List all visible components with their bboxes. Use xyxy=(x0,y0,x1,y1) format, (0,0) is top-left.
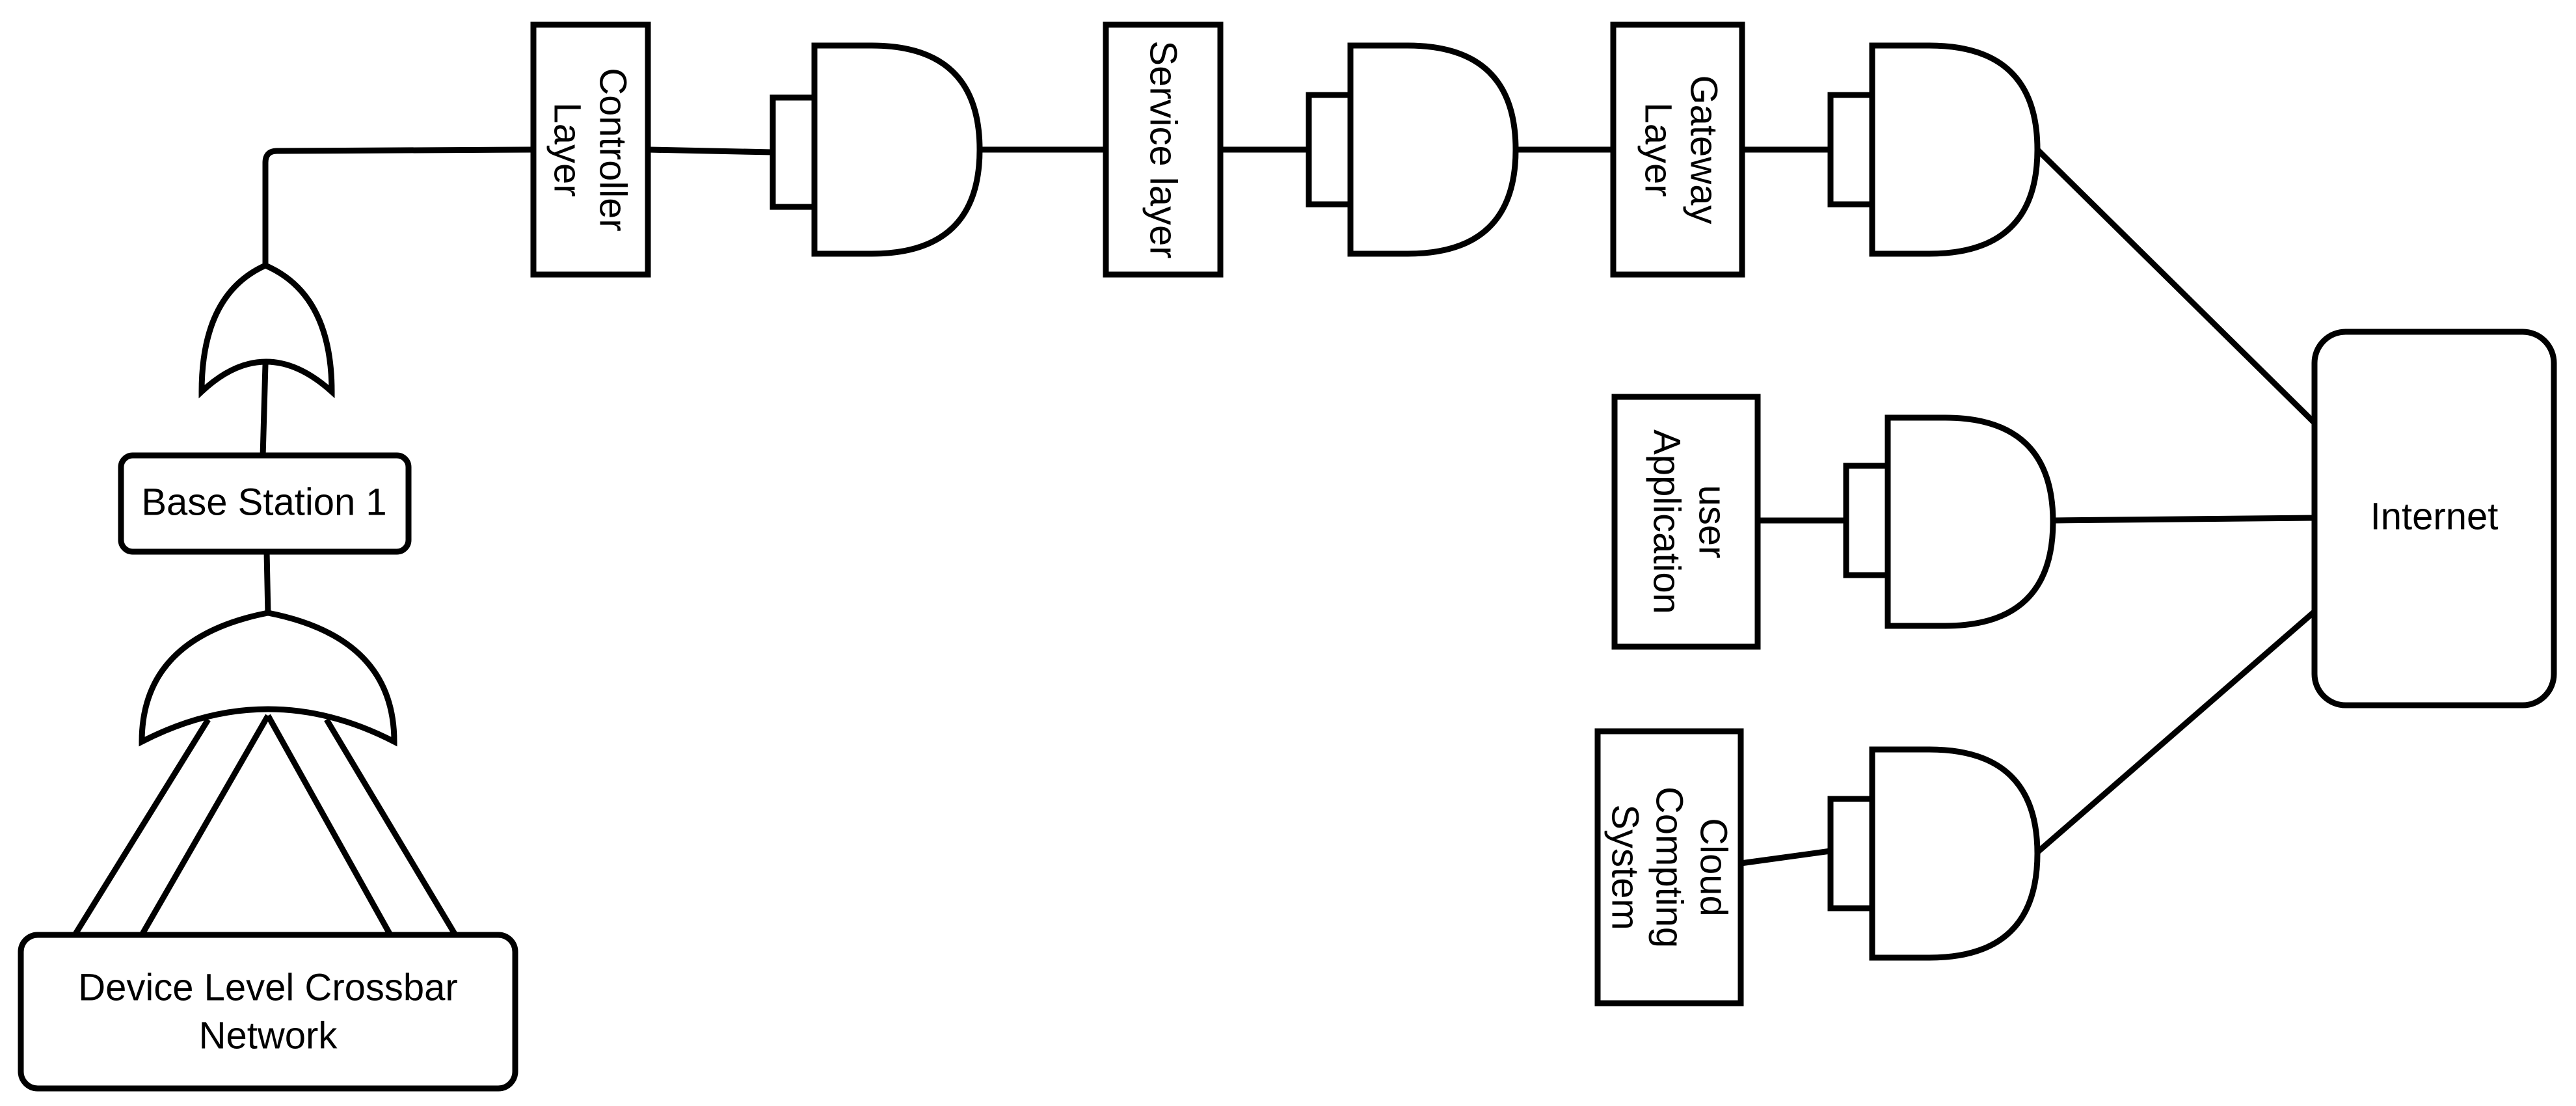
device-network-label-line2: Network xyxy=(199,1014,338,1057)
device-network-node: Device Level Crossbar Network xyxy=(18,932,518,1092)
controller-layer-label: Controller xyxy=(592,68,634,231)
device-network-box xyxy=(18,932,518,1092)
or-gate-top xyxy=(198,262,335,399)
cloud-system-label: Cloud xyxy=(1693,818,1735,917)
cloud-system-box xyxy=(1594,728,1744,1006)
connector-or-input-3 xyxy=(265,714,393,937)
base-station-node: Base Station 1 xyxy=(118,452,412,555)
gateway-layer-label: Gateway xyxy=(1683,75,1725,224)
connector-cloud-to-and5 xyxy=(1740,848,1831,867)
cloud-system-node: Cloud Compting System xyxy=(1594,728,1744,1006)
and-gate-3-stub xyxy=(1827,92,1875,208)
connector-or-input-1 xyxy=(72,718,211,937)
cloud-system-label-line2: Compting xyxy=(1648,787,1691,948)
and-gate-2 xyxy=(1306,42,1519,257)
connector-controller-to-and1 xyxy=(647,146,773,155)
and-gate-1-stub xyxy=(770,94,818,210)
connector-or-input-4 xyxy=(324,718,458,937)
internet-node: Internet xyxy=(2311,329,2557,708)
internet-box xyxy=(2311,329,2557,708)
controller-layer-node: Controller Layer xyxy=(530,21,651,278)
base-station-label: Base Station 1 xyxy=(141,481,386,523)
and-gate-4-body xyxy=(1885,414,2056,629)
connectors xyxy=(72,146,2317,937)
service-layer-box xyxy=(1103,21,1224,278)
internet-label: Internet xyxy=(2370,495,2499,537)
and-gate-3-body xyxy=(1869,42,2041,257)
controller-layer-box xyxy=(530,21,651,278)
user-application-node: user Application xyxy=(1611,394,1761,650)
and-gate-2-stub xyxy=(1306,92,1354,208)
and-gate-1 xyxy=(770,42,983,257)
connector-and5-to-internet xyxy=(2035,609,2316,855)
service-layer-node: Service layer xyxy=(1103,21,1224,278)
and-gate-5 xyxy=(1827,746,2041,961)
and-gate-1-body xyxy=(811,42,983,257)
connector-and3-to-internet xyxy=(2035,147,2317,425)
connector-or-input-2 xyxy=(139,714,271,937)
connector-base-station-to-or xyxy=(263,551,271,615)
and-gate-5-body xyxy=(1869,746,2041,961)
and-gate-4 xyxy=(1843,414,2056,629)
and-gate-4-stub xyxy=(1843,463,1891,578)
and-gate-2-body xyxy=(1347,42,1519,257)
cloud-system-label-line3: System xyxy=(1604,804,1646,930)
connector-or-to-controller xyxy=(262,146,534,267)
device-network-label: Device Level Crossbar xyxy=(78,966,457,1008)
user-application-box xyxy=(1611,394,1761,650)
controller-layer-label-line2: Layer xyxy=(546,102,589,196)
and-gate-3 xyxy=(1827,42,2041,257)
user-application-label: user xyxy=(1691,485,1734,559)
gateway-layer-label-line2: Layer xyxy=(1637,102,1680,196)
gateway-layer-node: Gateway Layer xyxy=(1610,21,1745,278)
and-gate-5-stub xyxy=(1827,796,1875,911)
base-station-box xyxy=(118,452,412,555)
connector-and4-to-internet xyxy=(2052,515,2315,524)
gateway-layer-box xyxy=(1610,21,1745,278)
user-application-label-line2: Application xyxy=(1646,429,1688,614)
service-layer-label: Service layer xyxy=(1142,40,1185,258)
connector-or-to-base-station xyxy=(260,364,269,457)
or-gate-bottom xyxy=(139,610,397,747)
